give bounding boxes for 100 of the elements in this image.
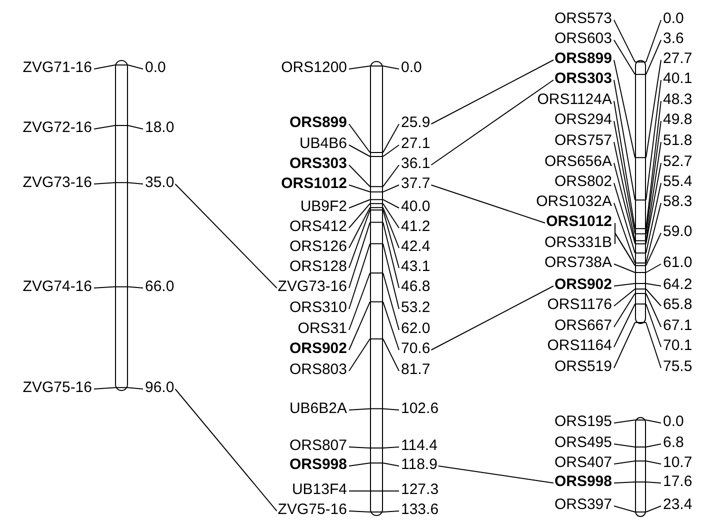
map-position: 66.0 (145, 278, 174, 296)
marker-tick (94, 64, 116, 70)
marker-name: ORS802 (554, 173, 612, 191)
map-position: 10.7 (663, 454, 692, 472)
marker-tick (646, 162, 662, 244)
marker-name: ORS899 (289, 114, 347, 132)
connector-line (174, 388, 278, 512)
marker-name: ORS303 (554, 70, 612, 88)
marker-tick (348, 272, 370, 330)
marker-tick (646, 264, 662, 273)
map-position: 42.4 (401, 238, 430, 256)
marker-tick (348, 301, 370, 350)
marker-tick (646, 283, 662, 286)
marker-tick (382, 164, 400, 188)
map-position: 51.8 (663, 132, 692, 150)
marker-tick (128, 286, 144, 288)
map-position: 58.3 (663, 193, 692, 211)
marker-tick (94, 286, 116, 288)
map-position: 0.0 (663, 10, 684, 28)
marker-tick (614, 264, 636, 273)
marker-name: ORS310 (289, 299, 347, 317)
marker-tick (348, 203, 370, 228)
map-position: 52.7 (663, 153, 692, 171)
map-position: 6.8 (663, 434, 684, 452)
map-position: 62.0 (401, 320, 430, 338)
marker-tick (614, 100, 636, 230)
map-position: 41.2 (401, 218, 430, 236)
marker-name: ORS899 (554, 50, 612, 68)
map-position: 118.9 (401, 456, 438, 474)
map-position: 27.7 (663, 50, 692, 68)
marker-tick (646, 40, 662, 75)
connector-line (438, 466, 554, 484)
map-position: 70.1 (663, 337, 692, 355)
marker-tick (646, 182, 662, 254)
map-position: 133.6 (401, 501, 439, 519)
marker-tick (382, 210, 400, 268)
marker-tick (382, 199, 400, 208)
map-position: 18.0 (145, 119, 174, 137)
marker-tick (348, 164, 370, 188)
marker-tick (614, 304, 636, 348)
marker-tick (348, 462, 370, 466)
marker-name: ORS128 (289, 258, 347, 276)
marker-tick (348, 199, 370, 208)
marker-tick (382, 66, 400, 70)
marker-tick (348, 222, 370, 288)
marker-name: ORS412 (289, 218, 347, 236)
marker-name: ORS331B (544, 234, 612, 252)
marker-tick (646, 506, 662, 512)
marker-tick (614, 288, 636, 306)
marker-tick (348, 144, 370, 157)
marker-name: ORS757 (554, 132, 612, 150)
marker-tick (646, 288, 662, 306)
marker-name: ORS126 (289, 238, 347, 256)
map-position: 61.0 (663, 254, 692, 272)
marker-tick (614, 20, 636, 62)
marker-tick (646, 232, 662, 266)
marker-name: ORS1176 (547, 296, 612, 314)
marker-tick (348, 243, 370, 310)
map-position: 81.7 (401, 361, 430, 379)
map-position: 67.1 (663, 317, 692, 335)
marker-tick (646, 202, 662, 264)
map-position: 48.3 (663, 91, 692, 109)
marker-tick (382, 144, 400, 157)
marker-tick (646, 80, 662, 200)
marker-tick (348, 338, 370, 372)
marker-tick (646, 120, 662, 234)
marker-tick (382, 338, 400, 372)
marker-name: ORS998 (289, 456, 347, 474)
marker-name: ORS902 (289, 340, 347, 358)
marker-tick (382, 408, 400, 410)
marker-tick (128, 387, 144, 390)
connector-line (430, 80, 554, 166)
marker-name: ORS397 (554, 496, 612, 514)
marker-tick (382, 184, 400, 192)
chromosome-bar (370, 61, 383, 516)
marker-name: ORS603 (554, 30, 612, 48)
map-position: 46.8 (401, 278, 430, 296)
connector-line (430, 184, 546, 224)
marker-name: ORS902 (554, 276, 612, 294)
marker-tick (94, 125, 116, 130)
marker-tick (348, 207, 370, 248)
map-position: 114.4 (401, 437, 438, 455)
map-position: 64.2 (663, 276, 692, 294)
marker-name: ZVG73-16 (22, 174, 92, 192)
marker-tick (348, 124, 370, 153)
connector-line (430, 60, 554, 124)
marker-tick (646, 420, 662, 424)
marker-tick (348, 66, 370, 70)
marker-tick (614, 444, 636, 448)
marker-tick (348, 210, 370, 268)
map-position: 53.2 (401, 299, 430, 317)
marker-name: ORS294 (554, 111, 612, 129)
marker-tick (614, 482, 636, 484)
map-position: 55.4 (663, 173, 692, 191)
marker-name: ORS656A (544, 153, 612, 171)
marker-name: ORS998 (554, 473, 612, 491)
marker-name: ORS738A (544, 254, 612, 272)
marker-tick (382, 203, 400, 228)
marker-tick (614, 80, 636, 200)
marker-name: ORS1200 (281, 59, 347, 77)
